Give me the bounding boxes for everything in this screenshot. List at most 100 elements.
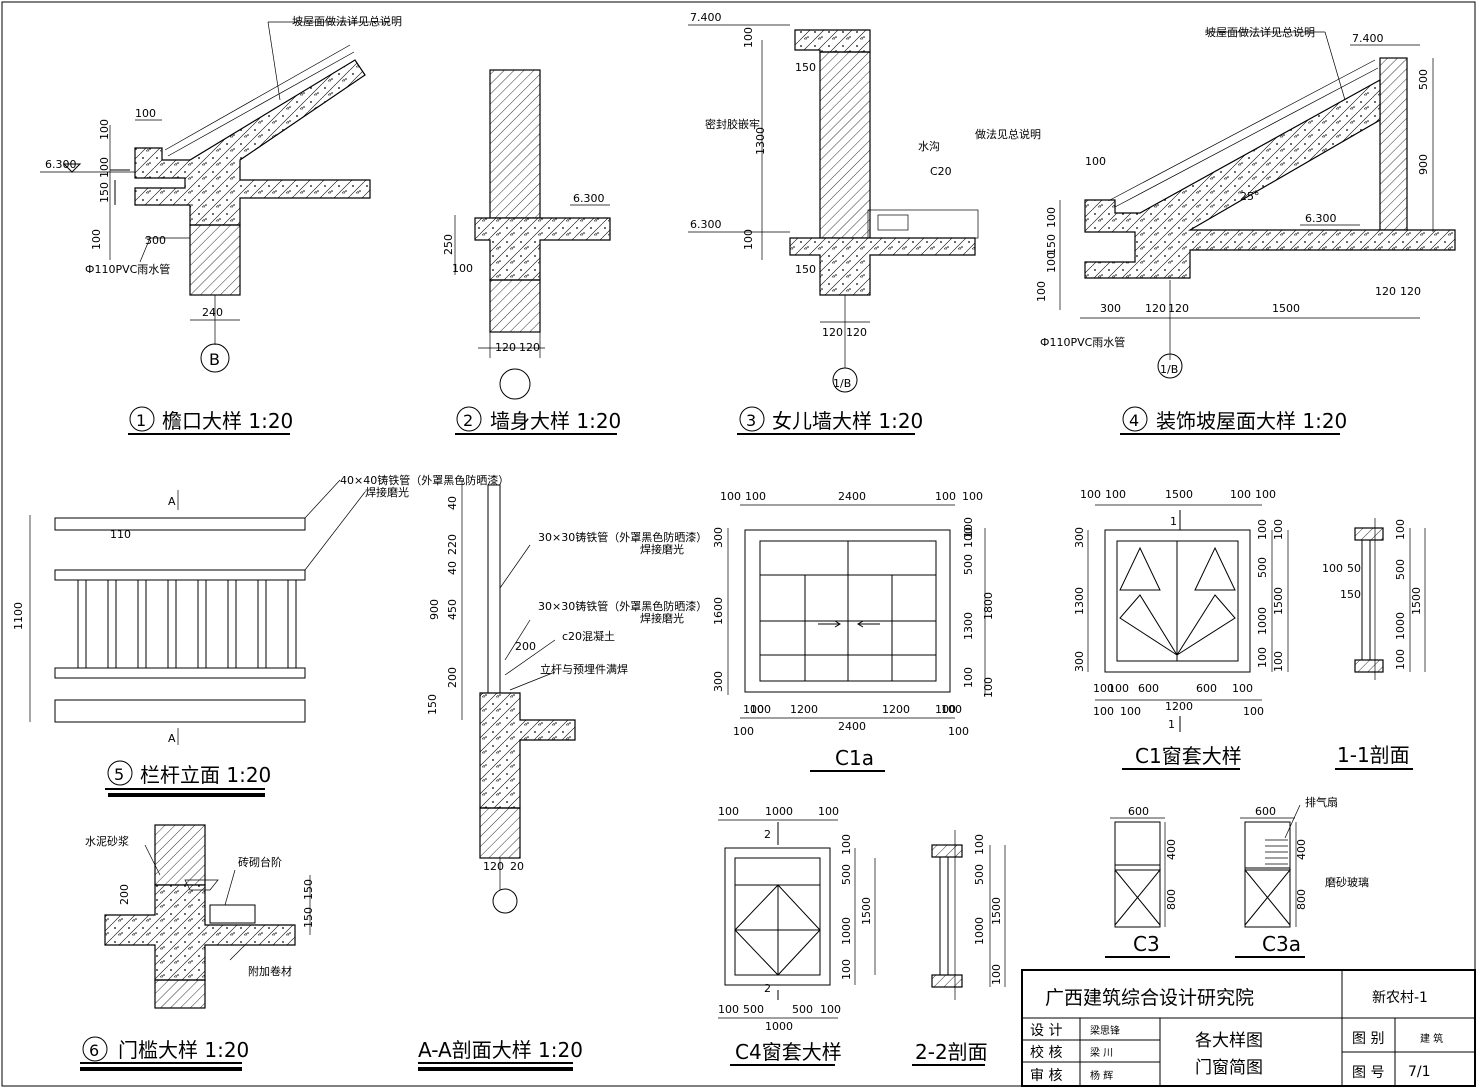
c3-dim-600: 600 — [1128, 805, 1149, 818]
c1a-dim-top-100b: 100 — [745, 490, 766, 503]
c1a-dim-b-100a: 100 — [743, 703, 764, 716]
parapet-dim-100b: 100 — [742, 229, 755, 250]
project-name: 新农村-1 — [1372, 990, 1428, 1006]
c4-dim-r-100a: 100 — [840, 834, 853, 855]
sec11-label: 1-1剖面 — [1337, 743, 1410, 767]
c1a-dim-b-1200b: 1200 — [882, 703, 910, 716]
detail-eave: B 坡屋面做法详见总说明 6.300 100 300 240 Ф110PVC雨水… — [40, 14, 402, 435]
c1-dim-top-100a: 100 — [1080, 488, 1101, 501]
sill-note-step: 砖砌台阶 — [238, 855, 282, 869]
parapet-dim-150: 150 — [795, 61, 816, 74]
c1-dim-l-1300: 1300 — [1073, 587, 1086, 615]
c4-dim-r-500: 500 — [840, 864, 853, 885]
c4-dim-top-100b: 100 — [818, 805, 839, 818]
c1a-dim-b-1200a: 1200 — [790, 703, 818, 716]
s22-dim-1500: 1500 — [990, 897, 1003, 925]
c4-dim-b-100a: 100 — [718, 1003, 739, 1016]
railing-elevation: 1100 110 A A 5 栏杆立面 1:20 — [12, 479, 366, 797]
c1-dim-r-1500: 1500 — [1272, 587, 1285, 615]
c4-dim-b-500b: 500 — [792, 1003, 813, 1016]
parapet-detail-title: 女儿墙大样 1:20 — [772, 409, 923, 433]
sill-note-mortar: 水泥砂浆 — [85, 834, 129, 848]
c4-section-mark-top: 2 — [764, 828, 771, 841]
roof-dim-120c: 120 — [1375, 285, 1396, 298]
c3-dim-800: 800 — [1165, 889, 1178, 910]
c1-dim-r-100a: 100 — [1256, 519, 1269, 540]
c1-dim-b-100d: 100 — [1243, 705, 1264, 718]
s11-dim-r1500: 1500 — [1410, 587, 1423, 615]
railing-detail-title: 栏杆立面 1:20 — [140, 763, 271, 787]
c1-dim-b-600b: 600 — [1196, 682, 1217, 695]
railing-section-aa: 40×40铸铁管（外罩黑色防晒漆） 焊接磨光 30×30铸铁管（外罩黑色防晒漆）… — [340, 473, 707, 1071]
roof-dim-120a: 120 — [1145, 302, 1166, 315]
railing-note2b: 焊接磨光 — [640, 542, 684, 556]
roof-detail-title: 装饰坡屋面大样 1:20 — [1156, 409, 1347, 433]
window-c4: 100 1000 100 2 2 100 500 500 100 1000 10… — [718, 805, 876, 1066]
c1a-dim-b-100c: 100 — [935, 703, 956, 716]
wall-dim-100: 100 — [452, 262, 473, 275]
c1-label: C1窗套大样 — [1135, 744, 1242, 768]
c1-dim-r-100b: 100 — [1272, 519, 1285, 540]
c4-dim-r-1500: 1500 — [860, 897, 873, 925]
c1a-dim-b-100f: 100 — [948, 725, 969, 738]
c4-dim-b-500a: 500 — [743, 1003, 764, 1016]
roof-angle: 25° — [1240, 190, 1260, 203]
s11-dim-100: 100 — [1322, 562, 1343, 575]
eave-level: 6.300 — [45, 158, 77, 171]
s11-dim-50: 50 — [1347, 562, 1361, 575]
c1-section-mark-bottom: 1 — [1168, 718, 1175, 731]
number-value: 7/1 — [1408, 1064, 1431, 1080]
roof-dim-v150: 150 — [1045, 234, 1058, 255]
railing-dim-gap: 110 — [110, 528, 131, 541]
aa-dim-200: 200 — [446, 667, 459, 688]
c1a-label: C1a — [835, 746, 874, 770]
parapet-dim-120a: 120 — [822, 326, 843, 339]
detail-wall: 6.300 250 100 120 120 2 墙身大样 1:20 — [442, 69, 621, 435]
c1a-dim-l-1600: 1600 — [712, 597, 725, 625]
sill-detail-title: 门槛大样 1:20 — [118, 1038, 249, 1062]
c1a-dim-b-100e: 100 — [733, 725, 754, 738]
c1-dim-b-100c: 100 — [1232, 682, 1253, 695]
railing-note3b: 焊接磨光 — [640, 611, 684, 625]
eave-dim-v4: 100 — [90, 229, 103, 250]
parapet-gutter-note: 水沟 — [918, 140, 940, 153]
name-checker: 梁 川 — [1090, 1046, 1113, 1059]
s22-dim-100b: 100 — [990, 964, 1003, 985]
railing-mark-top: A — [168, 495, 176, 508]
railing-mark-bottom: A — [168, 732, 176, 745]
window-c1a: 100 100 2400 100 100 100 100 1200 1200 1… — [712, 490, 995, 772]
c1-dim-top-1500: 1500 — [1165, 488, 1193, 501]
c1a-dim-b-2400: 2400 — [838, 720, 866, 733]
eave-pipe-note: Ф110PVC雨水管 — [85, 262, 170, 276]
wall-dim-250: 250 — [442, 234, 455, 255]
c4-dim-r-100b: 100 — [840, 959, 853, 980]
c1-dim-b-100e: 100 — [1093, 705, 1114, 718]
c1-dim-r-100c: 100 — [1256, 647, 1269, 668]
aa-dim-40b: 40 — [446, 561, 459, 575]
aa-dim-40a: 40 — [446, 496, 459, 510]
c3-dim-400: 400 — [1165, 839, 1178, 860]
eave-dim-v3: 150 — [98, 182, 111, 203]
drawing-title-2: 门窗简图 — [1195, 1058, 1263, 1078]
railing-note1b: 焊接磨光 — [365, 485, 409, 499]
c1-dim-top-100b: 100 — [1105, 488, 1126, 501]
c1-dim-b-1200: 1200 — [1165, 700, 1193, 713]
role-checker: 校 核 — [1030, 1044, 1062, 1061]
parapet-detail-number: 3 — [746, 411, 756, 430]
institute-name: 广西建筑综合设计研究院 — [1045, 987, 1254, 1009]
eave-dim-v1: 100 — [98, 119, 111, 140]
name-approver: 杨 辉 — [1090, 1069, 1113, 1082]
roof-dim-1500: 1500 — [1272, 302, 1300, 315]
s22-dim-100a: 100 — [973, 834, 986, 855]
eave-dim-300: 300 — [145, 234, 166, 247]
door-sill-detail: 水泥砂浆 砖砌台阶 附加卷材 200 150 150 6 门槛大样 1:20 — [80, 824, 315, 1071]
category-label: 图 别 — [1352, 1031, 1384, 1047]
wall-level: 6.300 — [573, 192, 605, 205]
aa-section-title: A-A剖面大样 1:20 — [418, 1038, 583, 1062]
s22-dim-500: 500 — [973, 864, 986, 885]
c3a-fan-note: 排气扇 — [1305, 795, 1338, 809]
c1a-dim-top-100d: 100 — [962, 490, 983, 503]
roof-dim-v100: 100 — [1045, 207, 1058, 228]
eave-dim-top: 100 — [135, 107, 156, 120]
s11-dim-r500: 500 — [1394, 559, 1407, 580]
